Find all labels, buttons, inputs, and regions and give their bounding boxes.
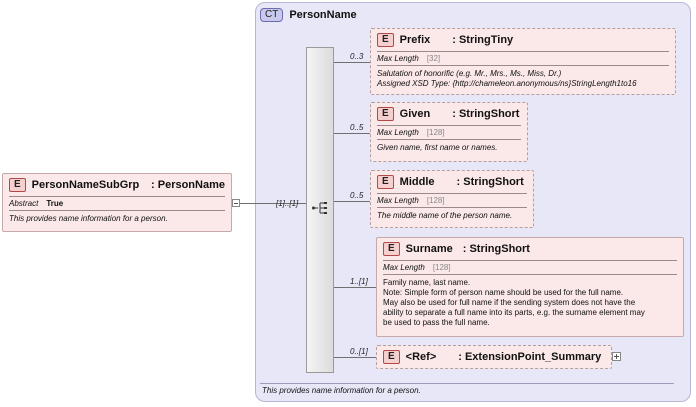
separator xyxy=(9,210,225,211)
element-type: : StringTiny xyxy=(452,34,514,46)
separator xyxy=(377,207,527,208)
facet-value: [128] xyxy=(426,196,445,205)
facet-max-length: Max Length [128] xyxy=(377,263,683,272)
facet-value: [128] xyxy=(432,263,451,272)
element-badge: E xyxy=(377,33,394,47)
doc-line: Salutation of honorific (e.g. Mr., Mrs.,… xyxy=(377,69,562,78)
separator xyxy=(383,274,677,275)
element-doc: Family name, last name. Note: Simple for… xyxy=(377,277,683,331)
element-prefix[interactable]: E Prefix : StringTiny Max Length [32] Sa… xyxy=(370,28,676,95)
occurrence-given: 0..5 xyxy=(350,123,364,132)
element-badge: E xyxy=(377,107,394,121)
doc-line: May also be used for full name if the se… xyxy=(383,298,636,307)
complex-type-name: PersonName xyxy=(289,9,357,21)
root-element-box[interactable]: E PersonNameSubGrp : PersonName Abstract… xyxy=(2,173,232,232)
doc-line: Assigned XSD Type: {http://chameleon.ano… xyxy=(377,79,637,88)
occurrence-prefix: 0..3 xyxy=(350,52,364,61)
separator xyxy=(377,65,669,66)
element-badge: E xyxy=(377,175,394,189)
connector-line xyxy=(334,287,376,288)
occurrence-surname: 1..[1] xyxy=(350,277,368,286)
facet-max-length: Max Length [128] xyxy=(371,128,527,137)
element-name: Middle xyxy=(399,176,435,188)
root-element-name: PersonNameSubGrp xyxy=(31,179,140,191)
attr-value: True xyxy=(46,199,64,208)
element-badge: E xyxy=(383,242,400,256)
element-type: : StringShort xyxy=(462,243,530,255)
element-type: : ExtensionPoint_Summary xyxy=(458,351,602,363)
minus-collapser-icon[interactable] xyxy=(232,199,240,207)
facet-label: Max Length xyxy=(377,128,419,137)
facet-label: Max Length xyxy=(377,196,419,205)
connector-line xyxy=(240,203,306,204)
element-badge: E xyxy=(383,350,400,364)
separator xyxy=(377,193,527,194)
connector-line xyxy=(334,133,370,134)
element-middle[interactable]: E Middle : StringShort Max Length [128] … xyxy=(370,170,534,228)
abstract-attribute: Abstract True xyxy=(3,199,231,208)
plus-expander-icon[interactable] xyxy=(612,352,621,361)
separator xyxy=(377,139,521,140)
occurrence-ref: 0..[1] xyxy=(350,347,368,356)
element-doc: Given name, first name or names. xyxy=(377,143,498,152)
facet-max-length: Max Length [32] xyxy=(371,54,675,63)
doc-line: ability to separate a full name into its… xyxy=(383,308,645,317)
element-surname[interactable]: E Surname : StringShort Max Length [128]… xyxy=(376,237,684,337)
element-name: <Ref> xyxy=(405,351,437,363)
sequence-icon xyxy=(312,201,328,214)
element-name: Surname xyxy=(405,243,453,255)
element-name: Prefix xyxy=(399,34,431,46)
connector-line xyxy=(334,62,370,63)
ct-badge: CT xyxy=(260,8,284,22)
element-type: : StringShort xyxy=(456,176,524,188)
element-badge: E xyxy=(9,178,26,192)
facet-max-length: Max Length [128] xyxy=(371,196,533,205)
connector-line xyxy=(334,201,370,202)
separator xyxy=(383,260,677,261)
element-doc: Salutation of honorific (e.g. Mr., Mrs.,… xyxy=(371,68,675,92)
complex-type-header: CT PersonName xyxy=(260,8,357,22)
doc-line: Family name, last name. xyxy=(383,278,471,287)
facet-value: [32] xyxy=(426,54,441,63)
complex-type-doc: This provides name information for a per… xyxy=(262,386,421,395)
element-type: : StringShort xyxy=(452,108,520,120)
root-occurrence: [1]..[1] xyxy=(276,199,299,208)
root-element-doc: This provides name information for a per… xyxy=(9,214,168,223)
root-element-type: : PersonName xyxy=(151,179,225,191)
facet-label: Max Length xyxy=(383,263,425,272)
separator xyxy=(260,383,674,384)
facet-value: [128] xyxy=(426,128,445,137)
occurrence-middle: 0..5 xyxy=(350,191,364,200)
element-name: Given xyxy=(399,108,431,120)
element-doc: The middle name of the person name. xyxy=(377,211,513,220)
separator xyxy=(9,196,225,197)
element-ref-extension-point[interactable]: E <Ref> : ExtensionPoint_Summary xyxy=(376,345,612,369)
attr-label: Abstract xyxy=(9,199,39,208)
connector-line xyxy=(334,357,376,358)
element-given[interactable]: E Given : StringShort Max Length [128] G… xyxy=(370,102,528,162)
doc-line: Note: Simple form of person name should … xyxy=(383,288,624,297)
doc-line: be used to pass the full name. xyxy=(383,318,490,327)
separator xyxy=(377,51,669,52)
facet-label: Max Length xyxy=(377,54,419,63)
separator xyxy=(377,125,521,126)
